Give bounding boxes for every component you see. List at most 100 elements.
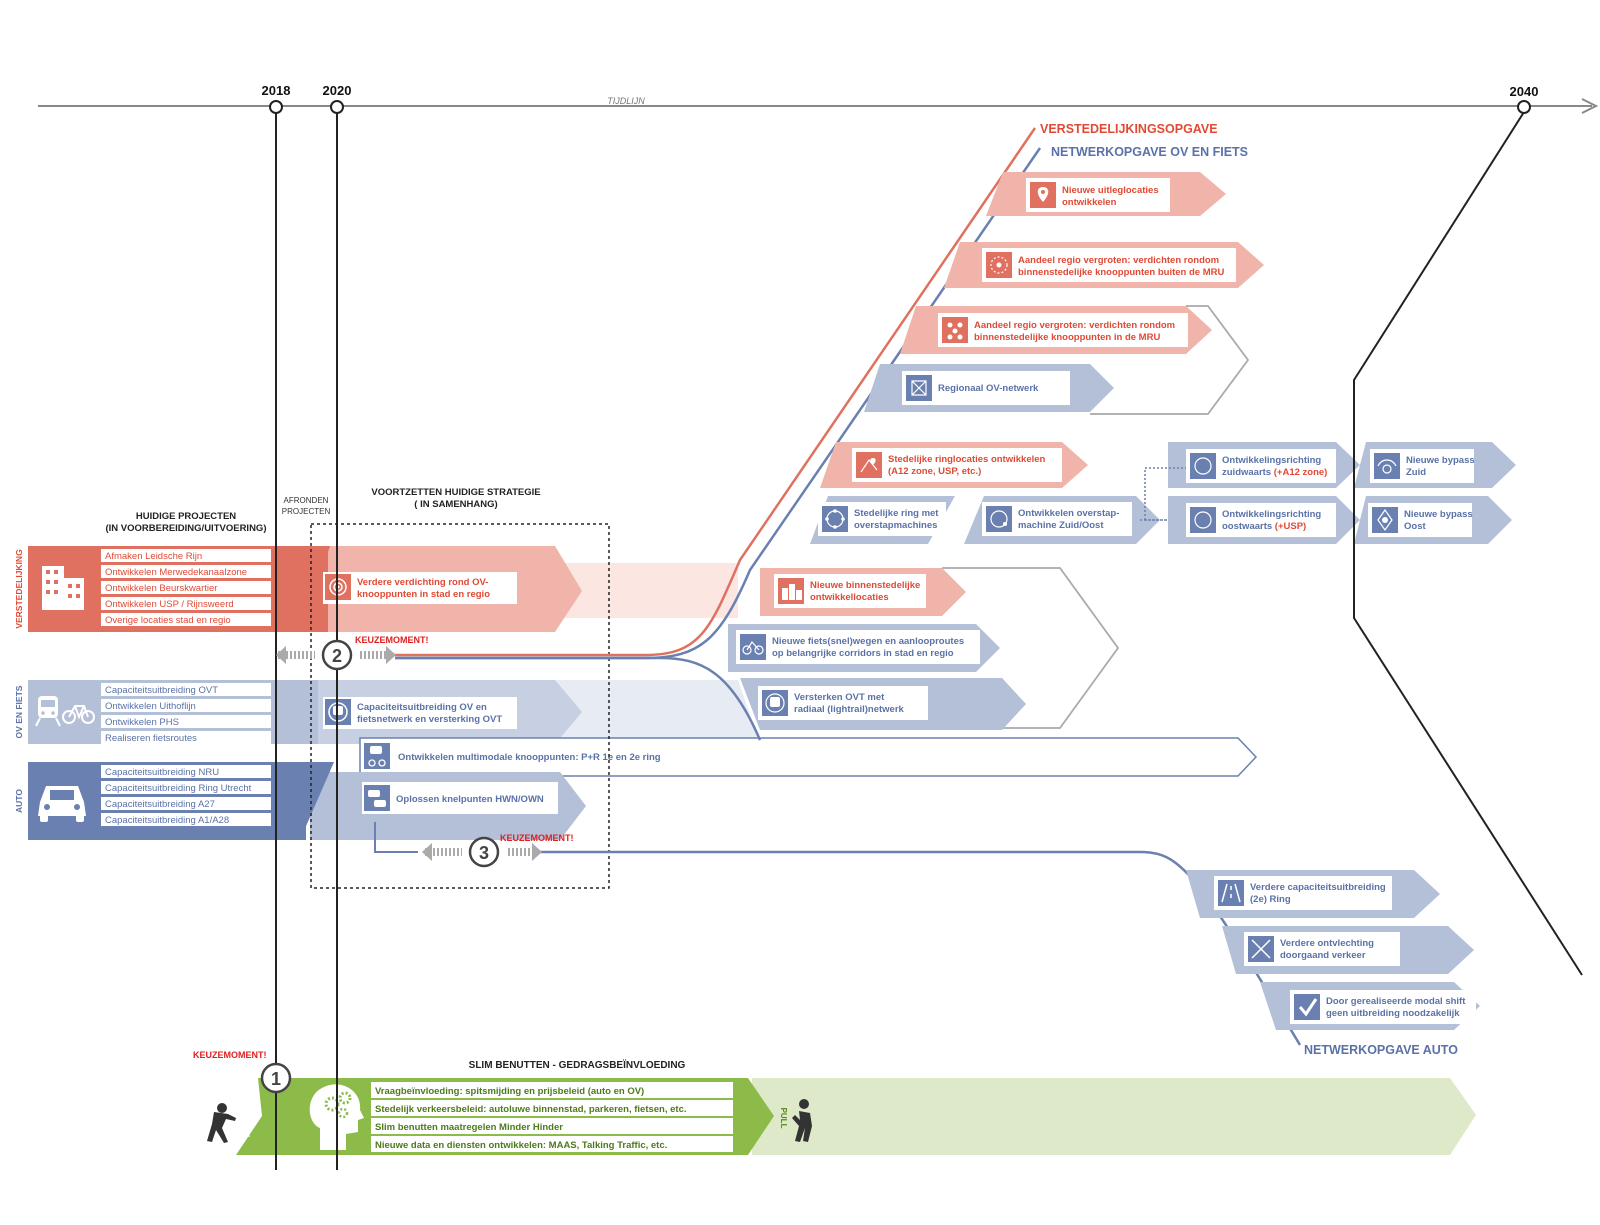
future-ring-overstap: Stedelijke ring met overstapmachines [810, 496, 955, 544]
tram-icon [762, 690, 788, 716]
svg-text:HUIDIGE PROJECTEN: HUIDIGE PROJECTEN [136, 511, 236, 522]
slim-item-1-box [371, 1082, 733, 1098]
ov-item-1: Capaciteitsuitbreiding OVT [105, 685, 218, 696]
verst-item-1: Afmaken Leidsche Rijn [105, 551, 202, 562]
svg-text:overstapmachines: overstapmachines [854, 520, 937, 531]
keuzemoment-3[interactable]: 3 KEUZEMOMENT! [422, 833, 574, 868]
location-pin-icon [1030, 182, 1056, 208]
ov-item-2: Ontwikkelen Uithoflijn [105, 701, 196, 712]
future-ovt-lightrail: Versterken OVT met radiaal (lightrail)ne… [740, 678, 1026, 730]
svg-text:Stedelijke ring met: Stedelijke ring met [854, 508, 939, 519]
future-oostwaarts: Ontwikkelingsrichting oostwaarts (+USP) [1168, 496, 1360, 544]
afronden-header: AFRONDEN PROJECTEN [282, 496, 331, 516]
keuzemoment-1-number: 1 [271, 1069, 281, 1089]
svg-text:(IN VOORBEREIDING/UITVOERING): (IN VOORBEREIDING/UITVOERING) [106, 523, 267, 534]
highway-icon [1218, 880, 1244, 906]
bypass-icon [1374, 453, 1400, 479]
svg-text:zuidwaarts (+A12 zone): zuidwaarts (+A12 zone) [1222, 467, 1327, 478]
svg-text:( IN SAMENHANG): ( IN SAMENHANG) [414, 499, 497, 510]
future-bypass-zuid: Nieuwe bypass Zuid [1354, 442, 1516, 488]
map-icon [856, 452, 882, 478]
svg-text:binnenstedelijke knooppunten b: binnenstedelijke knooppunten buiten de M… [1018, 267, 1225, 278]
ov-fiets-label: OV EN FIETS [14, 685, 24, 738]
slim-item-4: Nieuwe data en diensten ontwikkelen: MAA… [375, 1140, 667, 1151]
verstedelijking-label: VERSTEDELIJKING [14, 549, 24, 629]
train-icon [35, 696, 61, 727]
future-fietswegen: Nieuwe fiets(snel)wegen en aanlooproutes… [728, 624, 1000, 672]
svg-text:Nieuwe binnenstedelijke: Nieuwe binnenstedelijke [810, 580, 920, 591]
timeline-label: TIJDLIJN [607, 96, 645, 106]
keuzemoment-1[interactable]: 1 KEUZEMOMENT! [193, 1050, 292, 1094]
crossing-icon [1248, 936, 1274, 962]
auto-item-1: Capaciteitsuitbreiding NRU [105, 767, 219, 778]
svg-text:radiaal (lightrail)netwerk: radiaal (lightrail)netwerk [794, 704, 905, 715]
svg-text:Nieuwe bypass: Nieuwe bypass [1406, 455, 1475, 466]
checkmark-icon [1294, 994, 1320, 1020]
auto-item-4: Capaciteitsuitbreiding A1/A28 [105, 815, 229, 826]
year-2040: 2040 [1510, 84, 1539, 99]
svg-text:oostwaarts (+USP): oostwaarts (+USP) [1222, 521, 1306, 532]
year-2020: 2020 [323, 83, 352, 98]
svg-text:Nieuwe bypass: Nieuwe bypass [1404, 509, 1473, 520]
huidige-projecten-header: HUIDIGE PROJECTEN (IN VOORBEREIDING/UITV… [106, 511, 267, 534]
keuzemoment-2[interactable]: 2 KEUZEMOMENT! [276, 635, 429, 671]
verst-item-2: Ontwikkelen Merwedekanaalzone [105, 567, 247, 578]
svg-text:Ontwikkelen overstap-: Ontwikkelen overstap- [1018, 508, 1119, 519]
push-label: PUSH [243, 1115, 252, 1137]
verst-item-3: Ontwikkelen Beurskwartier [105, 583, 217, 594]
future-overstap-zuid-oost: Ontwikkelen overstap- machine Zuid/Oost [964, 496, 1160, 544]
auto-item-3: Capaciteitsuitbreiding A27 [105, 799, 215, 810]
svg-text:Oost: Oost [1404, 521, 1426, 532]
car-traffic-icon [364, 785, 390, 811]
city-icon [778, 578, 804, 604]
future-modal-shift: Door gerealiseerde modal shift geen uitb… [1260, 982, 1480, 1030]
ov-fiets-row: OV EN FIETS Capaciteitsuitbreiding OVT O… [14, 680, 760, 744]
capaciteit-ov-line2: fietsnetwerk en versterking OVT [357, 714, 502, 725]
verstedelijkingsopgave-label: VERSTEDELIJKINGSOPGAVE [1040, 122, 1218, 136]
year-2018: 2018 [262, 83, 291, 98]
slim-item-3: Slim benutten maatregelen Minder Hinder [375, 1122, 563, 1133]
future-regionaal-ov: Regionaal OV-netwerk [864, 364, 1114, 412]
svg-text:VOORTZETTEN HUIDIGE STRATEGIE: VOORTZETTEN HUIDIGE STRATEGIE [371, 487, 540, 498]
pulling-person-icon [792, 1099, 812, 1142]
svg-text:Door gerealiseerde modal shift: Door gerealiseerde modal shift [1326, 996, 1466, 1007]
auto-item-2: Capaciteitsuitbreiding Ring Utrecht [105, 783, 252, 794]
svg-text:Aandeel regio vergroten: verdi: Aandeel regio vergroten: verdichten rond… [974, 320, 1175, 331]
car-icon [38, 786, 86, 822]
future-zuidwaarts: Ontwikkelingsrichting zuidwaarts (+A12 z… [1168, 442, 1360, 488]
knelpunten-text: Oplossen knelpunten HWN/OWN [396, 794, 544, 805]
circle-network-icon [906, 375, 932, 401]
svg-text:ontwikkellocaties: ontwikkellocaties [810, 592, 889, 603]
svg-text:binnenstedelijke knooppunten i: binnenstedelijke knooppunten in de MRU [974, 332, 1160, 343]
dotted-connector [1140, 467, 1186, 521]
keuzemoment-1-label: KEUZEMOMENT! [193, 1050, 267, 1060]
future-uitleg: Nieuwe uitleglocaties ontwikkelen [986, 172, 1226, 216]
svg-text:Regionaal OV-netwerk: Regionaal OV-netwerk [938, 383, 1039, 394]
svg-text:Zuid: Zuid [1406, 467, 1426, 478]
svg-text:Nieuwe uitleglocaties: Nieuwe uitleglocaties [1062, 185, 1159, 196]
future-buiten-mru: Aandeel regio vergroten: verdichten rond… [944, 242, 1264, 288]
netwerkopgave-ov-label: NETWERKOPGAVE OV EN FIETS [1051, 145, 1248, 159]
multimodaal-row: Ontwikkelen multimodale knooppunten: P+R… [359, 737, 1258, 777]
future-bypass-oost: Nieuwe bypass Oost [1354, 496, 1512, 544]
svg-text:PROJECTEN: PROJECTEN [282, 507, 331, 516]
node-network-icon [986, 252, 1012, 278]
bicycle-icon [62, 705, 95, 724]
verdichting-line2: knooppunten in stad en regio [357, 589, 490, 600]
svg-text:AFRONDEN: AFRONDEN [284, 496, 329, 505]
multimodaal-text: Ontwikkelen multimodale knooppunten: P+R… [398, 752, 661, 763]
verst-item-5: Overige locaties stad en regio [105, 615, 231, 626]
auto-label: AUTO [14, 789, 24, 813]
keuzemoment-3-number: 3 [479, 843, 489, 863]
timeline: TIJDLIJN 2018 2020 2040 [38, 83, 1599, 114]
ov-item-4: Realiseren fietsroutes [105, 733, 197, 744]
ov-item-3: Ontwikkelen PHS [105, 717, 179, 728]
ring-east-icon [1190, 507, 1216, 533]
svg-text:op belangrijke corridors in st: op belangrijke corridors in stad en regi… [772, 648, 954, 659]
keuzemoment-2-number: 2 [332, 646, 342, 666]
in-mru-outline [1090, 305, 1250, 415]
verdichting-line1: Verdere verdichting rond OV- [357, 577, 488, 588]
cluster-icon [942, 317, 968, 343]
svg-text:Stedelijke ringlocaties ontwik: Stedelijke ringlocaties ontwikkelen [888, 454, 1046, 465]
